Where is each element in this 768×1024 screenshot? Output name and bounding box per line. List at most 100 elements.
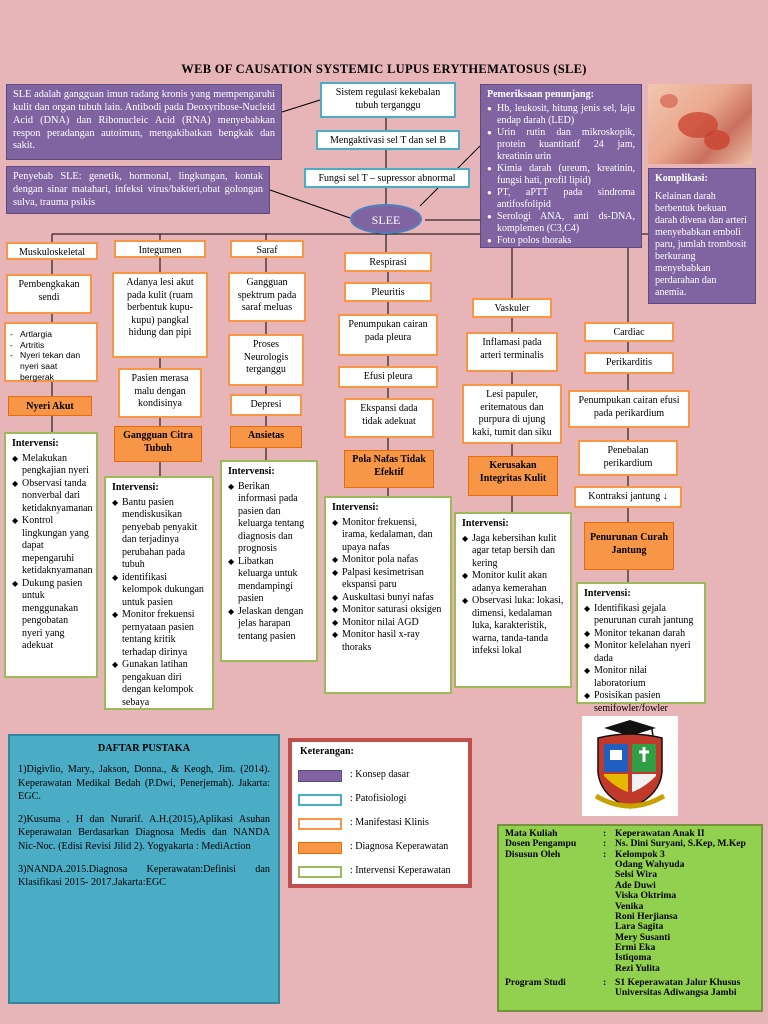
card-label: Cardiac (584, 322, 674, 342)
team-member: Ermi Eka (615, 941, 656, 953)
intervensi-item: Observasi tanda nonverbal dari ketidakny… (12, 478, 93, 516)
vask-inflamasi: Inflamasi pada arteri terminalis (466, 332, 558, 372)
team-member: Rezi Yulita (615, 962, 660, 974)
legend-swatch-green (298, 866, 342, 878)
team-row-mata-kuliah: Mata Kuliah : Keperawatan Anak II (505, 828, 755, 839)
intervensi-item: Observasi luka: lokasi, dimensi, kedalam… (462, 595, 564, 658)
team-member: Roni Herjiansa (615, 910, 678, 922)
team-row-disusun: Disusun Oleh : Kelompok 3 (505, 848, 755, 860)
legend-label: : Intervensi Keperawatan (350, 865, 451, 876)
intervensi-item: Monitor pola nafas (332, 554, 444, 567)
komplikasi-heading: Komplikasi: (655, 173, 708, 184)
intervensi-item: Monitor kulit akan adanya kemerahan (462, 570, 564, 595)
team-row-prodi: Program Studi : S1 Keperawatan Jalur Khu… (505, 977, 755, 999)
team-key: Mata Kuliah (505, 828, 558, 839)
team-colon: : (603, 977, 607, 989)
exam-heading: Pemeriksaan penunjang: (487, 89, 594, 100)
causes-box: Penyebab SLE: genetik, hormonal, lingkun… (6, 166, 270, 214)
team-info: Mata Kuliah : Keperawatan Anak II Dosen … (497, 824, 763, 1012)
integ-malu: Pasien merasa malu dengan kondisinya (118, 368, 202, 418)
intervensi-item: Monitor nilai AGD (332, 617, 444, 630)
resp-penumpukan: Penumpukan cairan pada pleura (338, 314, 438, 356)
card-intervensi: Intervensi: Identifikasi gejala penuruna… (576, 582, 706, 714)
team-member: Selsi Wira (615, 869, 658, 881)
page-title: WEB OF CAUSATION SYSTEMIC LUPUS ERYTHEMA… (181, 62, 587, 76)
card-perikarditis: Perikarditis (584, 352, 674, 374)
exam-item: Serologi ANA, anti ds-DNA, komplemen (C3… (487, 211, 635, 235)
intervensi-item: Palpasi kesimetrisan ekspansi paru (332, 567, 444, 592)
vask-diagnosis: Kerusakan Integritas Kulit (468, 456, 558, 496)
intervensi-heading: Intervensi: (12, 438, 59, 449)
intervensi-item: Libatkan keluarga untuk mendampingi pasi… (228, 556, 310, 606)
team-key: Disusun Oleh (505, 848, 561, 860)
pathway-supressor: Fungsi sel T – supressor abnormal (304, 168, 470, 188)
intervensi-item: Monitor nilai laboratorium (584, 665, 698, 690)
integ-intervensi: Intervensi: Bantu pasien mendiskusikan p… (104, 476, 214, 710)
team-member: Istiqoma (615, 952, 652, 964)
intervensi-item: Auskultasi bunyi nafas (332, 592, 444, 605)
card-kontraksi: Kontraksi jantung ↓ (574, 486, 682, 508)
intervensi-item: Monitor tekanan darah (584, 628, 698, 641)
integ-lesi: Adanya lesi akut pada kulit (ruam berben… (112, 272, 208, 358)
intervensi-item: Posisikan pasien semifowler/fowler (584, 690, 698, 715)
reference-item: 1)Digivlio, Mary., Jakson, Donna., & Keo… (18, 764, 270, 802)
team-value: Ns. Dini Suryani, S.Kep, M.Kep (615, 838, 746, 850)
saraf-label: Saraf (230, 240, 304, 258)
intervensi-item: Monitor saturasi oksigen (332, 604, 444, 617)
team-colon: : (603, 828, 607, 839)
intervensi-heading: Intervensi: (462, 518, 509, 529)
team-value: Kelompok 3 (615, 848, 665, 860)
team-member: Viska Oktrima (615, 890, 677, 902)
team-value: Keperawatan Anak II (615, 828, 705, 839)
intervensi-item: Jaga kebersihan kulit agar tetap bersih … (462, 533, 564, 571)
card-penumpukan: Penumpukan cairan efusi pada perikardium (568, 390, 690, 428)
legend-label: : Patofisiologi (350, 793, 407, 804)
intervensi-item: Dukung pasien untuk menggunakan pengobat… (12, 578, 90, 653)
symptom-item: Nyeri tekan dan nyeri saat bergerak (10, 350, 92, 382)
pathway-regulasi: Sistem regulasi kekebalan tubuh tergangg… (320, 82, 456, 118)
intervensi-item: Jelaskan dengan jelas harapan tentang pa… (228, 606, 310, 644)
resp-label: Respirasi (344, 252, 432, 272)
resp-intervensi: Intervensi: Monitor frekuensi, irama, ke… (324, 496, 452, 694)
intervensi-item: identifikasi kelompok dukungan untuk pas… (112, 572, 206, 610)
musk-diagnosis: Nyeri Akut (8, 396, 92, 416)
slee-node: SLEE (350, 204, 422, 234)
intervensi-item: Gunakan latihan pengakuan diri dengan ke… (112, 659, 206, 709)
legend-box: Keterangan: : Konsep dasar : Patofisiolo… (288, 738, 472, 888)
legend-swatch-blue (298, 794, 342, 806)
intervensi-item: Monitor hasil x-ray thoraks (332, 629, 444, 654)
definition-box: SLE adalah gangguan imun radang kronis y… (6, 84, 282, 160)
team-value: S1 Keperawatan Jalur Khusus Universitas … (615, 977, 741, 999)
saraf-proses: Proses Neurologis terganggu (228, 334, 304, 386)
legend-swatch-orange-outline (298, 818, 342, 830)
daftar-pustaka: DAFTAR PUSTAKA 1)Digivlio, Mary., Jakson… (8, 734, 280, 1004)
intervensi-item: Monitor frekuensi, irama, kedalaman, dan… (332, 517, 444, 555)
reference-item: 2)Kusuma . H dan Nurarif. A.H.(2015),Apl… (18, 814, 270, 852)
symptom-item: Artlargia (10, 329, 92, 340)
university-logo (582, 716, 678, 816)
musk-symptoms: Artlargia Artritis Nyeri tekan dan nyeri… (4, 322, 98, 382)
intervensi-heading: Intervensi: (228, 466, 275, 477)
team-member: Venika (615, 900, 644, 912)
legend-swatch-orange-fill (298, 842, 342, 854)
team-colon: : (603, 848, 607, 860)
integ-label: Integumen (114, 240, 206, 258)
musk-pembengkakan: Pembengkakan sendi (6, 274, 92, 314)
exam-item: Hb, leukosit, hitung jenis sel, laju end… (487, 103, 635, 127)
musk-label: Muskuloskeletal (6, 242, 98, 260)
resp-efusi: Efusi pleura (338, 366, 438, 388)
resp-diagnosis: Pola Nafas Tidak Efektif (344, 450, 434, 488)
intervensi-item: Bantu pasien mendiskusikan penyebab peny… (112, 497, 206, 572)
vask-label: Vaskuler (472, 298, 552, 318)
team-member: Ade Duwi (615, 879, 656, 891)
komplikasi-text: Kelainan darah berbentuk bekuan darah di… (655, 191, 747, 298)
vask-lesi: Lesi papuler, eritematous dan purpura di… (462, 384, 562, 444)
vask-intervensi: Intervensi: Jaga kebersihan kulit agar t… (454, 512, 572, 688)
legend-label: : Manifestasi Klinis (350, 817, 429, 828)
reference-item: 3)NANDA.2015.Diagnosa Keperawatan:Defini… (18, 863, 270, 888)
intervensi-heading: Intervensi: (112, 482, 159, 493)
exam-item: Urin rutin dan mikroskopik, protein kuan… (487, 127, 635, 163)
team-row-dosen: Dosen Pengampu : Ns. Dini Suryani, S.Kep… (505, 838, 755, 850)
resp-pleuritis: Pleuritis (344, 282, 432, 302)
card-diagnosis: Penurunan Curah Jantung (584, 522, 674, 570)
